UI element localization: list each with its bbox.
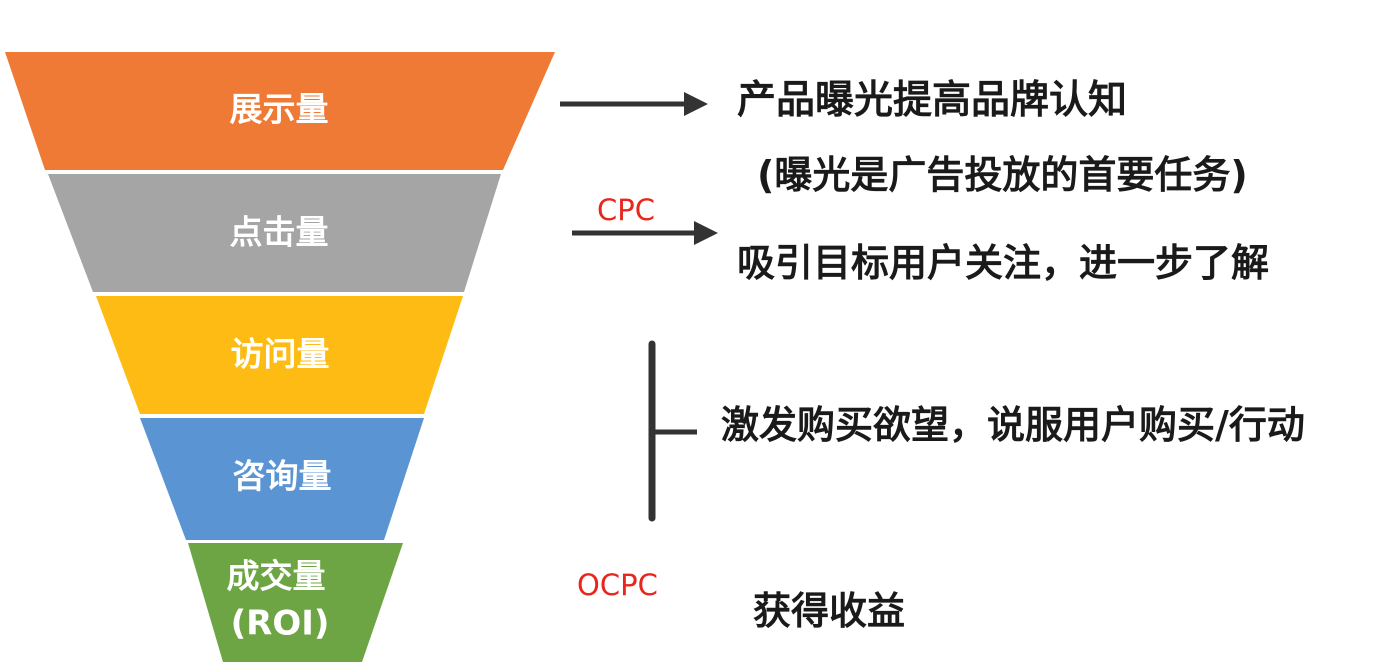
note-exposure-sub: (曝光是广告投放的首要任务) xyxy=(757,153,1248,197)
funnel-stage-clicks xyxy=(48,174,501,292)
metric-cpc: CPC xyxy=(597,193,655,227)
funnel-stage-visits-label: 访问量 xyxy=(231,335,330,374)
funnel-stage-visits xyxy=(96,296,463,414)
note-purchase: 激发购买欲望，说服用户购买/行动 xyxy=(721,403,1305,447)
note-exposure: 产品曝光提高品牌认知 xyxy=(737,78,1128,123)
funnel-stage-impressions-label: 展示量 xyxy=(230,90,329,129)
bracket-purchase xyxy=(648,340,697,522)
metric-ocpc: OCPC xyxy=(577,568,658,602)
funnel-stage-deals-sublabel: (ROI) xyxy=(231,604,330,644)
note-attention: 吸引目标用户关注，进一步了解 xyxy=(737,241,1270,285)
funnel-stage-deals-label: 成交量 xyxy=(227,557,326,596)
note-revenue: 获得收益 xyxy=(753,589,906,633)
arrow-attention xyxy=(572,221,718,245)
arrow-exposure xyxy=(560,92,708,116)
funnel-stage-deals xyxy=(188,543,403,662)
funnel-stage-clicks-label: 点击量 xyxy=(230,213,329,252)
funnel-stage-inquiries-label: 咨询量 xyxy=(233,457,332,496)
funnel-stage-impressions xyxy=(5,52,555,170)
funnel-stage-inquiries xyxy=(140,418,424,540)
